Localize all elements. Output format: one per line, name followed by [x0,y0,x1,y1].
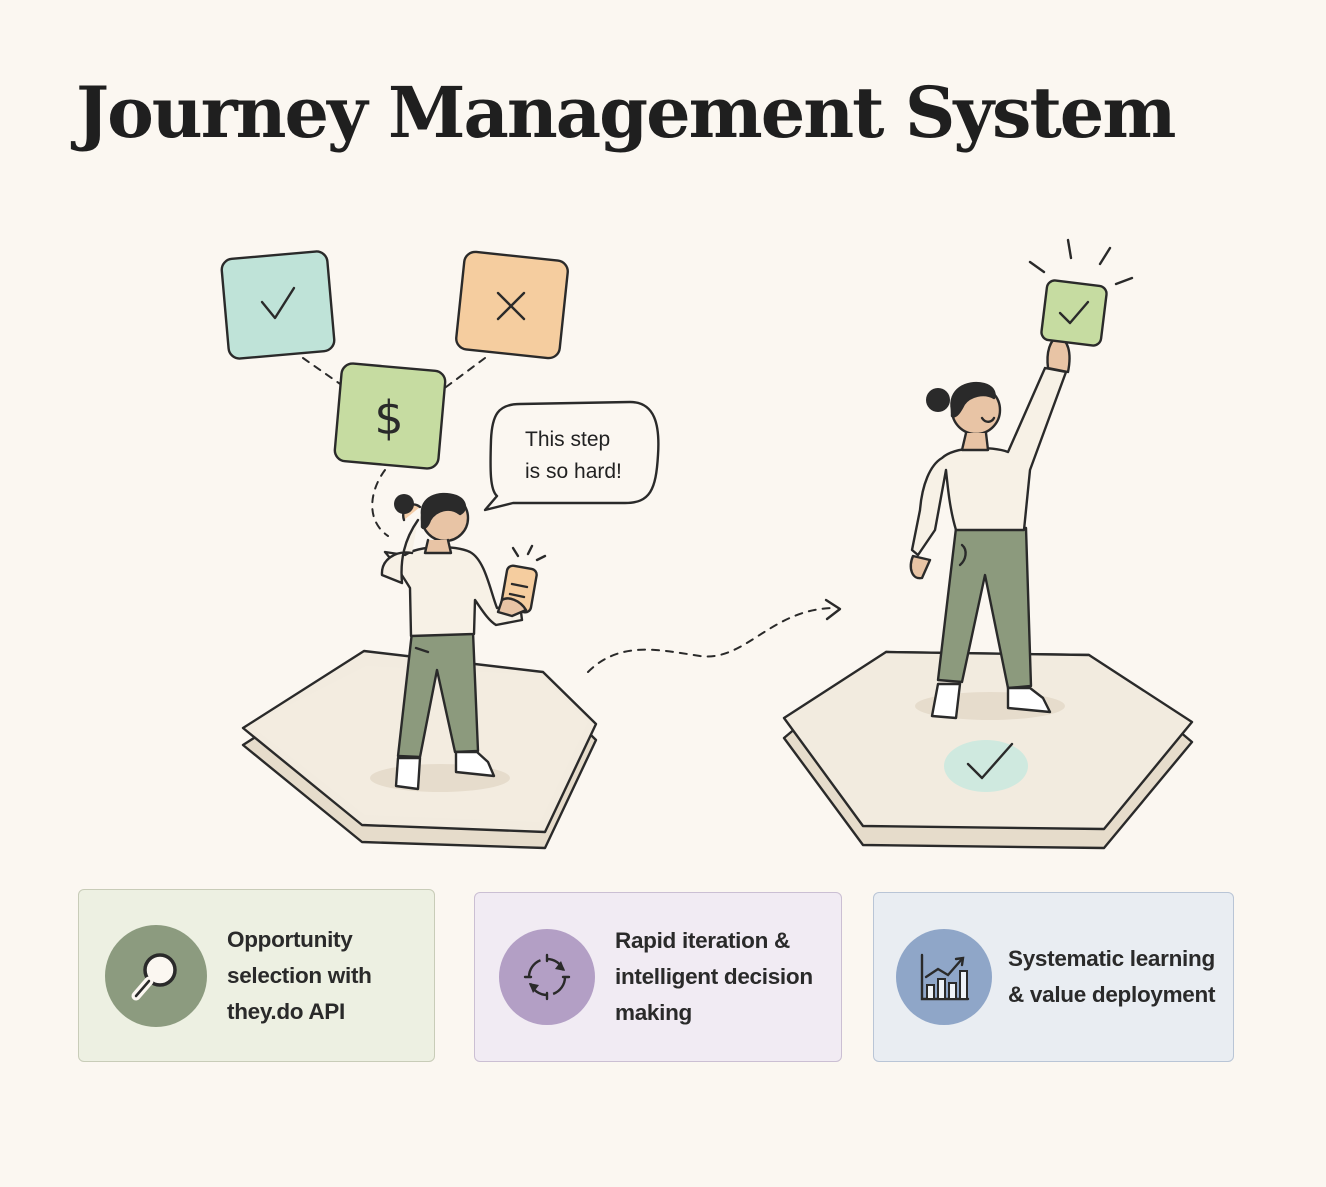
card-line: selection with [227,962,372,988]
journey-illustration: .ink { stroke: #2a2a2a; stroke-width: 2.… [220,238,1194,850]
cost-box: $ [333,362,447,470]
speech-bubble-text: This step is so hard! [500,424,650,488]
speech-bubble [483,400,660,512]
decision-connectors [302,357,833,673]
card-line: & value deployment [1008,982,1216,1007]
struggling-person [380,492,547,791]
card-line: making [615,1000,692,1025]
card-label: Systematic learning & value deployment [1008,941,1215,1013]
dollar-icon: $ [374,391,403,445]
x-icon [496,291,526,321]
platform-check-icon [966,742,1014,780]
success-badge [944,740,1028,792]
right-hexagon-platform [782,650,1194,850]
speech-line-2: is so hard! [525,460,622,483]
check-icon [260,286,296,320]
magnifier-icon [105,924,207,1027]
card-label: Rapid iteration & intelligent decision m… [615,923,813,1031]
card-line: Opportunity [227,926,353,952]
successful-person [909,238,1134,720]
speech-line-1: This step [525,428,611,451]
approve-box [220,250,336,360]
achievement-box [1040,279,1108,347]
cycle-icon [499,929,595,1025]
page-title: Journey Management System [76,71,1176,154]
card-line: they.do API [227,998,345,1024]
feature-card-rapid-iteration: Rapid iteration & intelligent decision m… [474,892,842,1062]
check-icon [1058,300,1090,325]
card-line: intelligent decision [615,964,813,989]
journey-arrowhead [824,598,842,621]
sparkle-icon [1028,238,1134,286]
card-line: Rapid iteration & [615,928,790,953]
card-label: Opportunity selection with they.do API [227,922,372,1030]
card-line: Systematic learning [1008,946,1215,971]
feature-card-opportunity-selection: Opportunity selection with they.do API [78,889,435,1062]
growth-chart-icon [896,929,992,1025]
reject-box [455,250,569,360]
feature-card-systematic-learning: Systematic learning & value deployment [873,892,1234,1062]
